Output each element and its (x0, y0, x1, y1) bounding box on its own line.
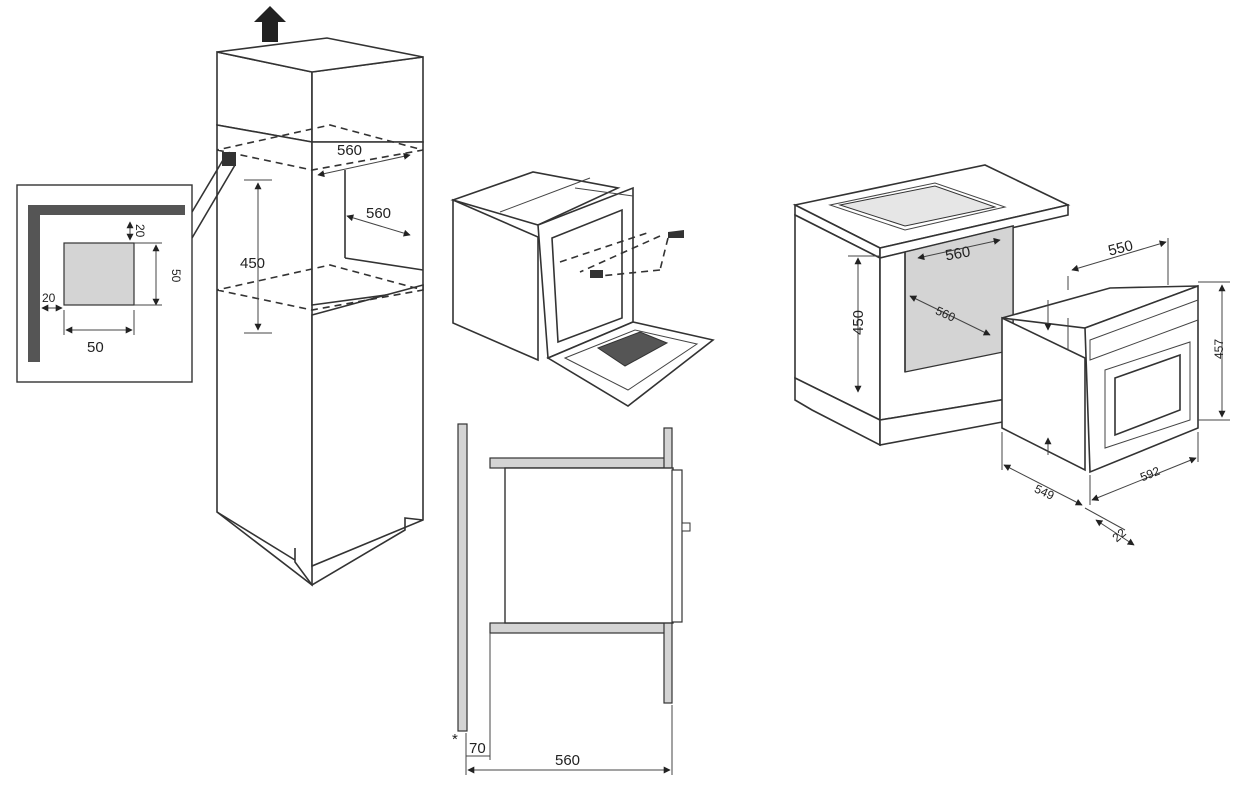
sink-opening (828, 182, 1007, 231)
screw-bottom-icon (590, 270, 603, 278)
under-counter-drawing: 560 560 450 (792, 164, 1071, 447)
oven-cavity (551, 208, 623, 344)
vent-detail-inset: 20 50 20 50 (16, 184, 193, 383)
tall-cabinet-drawing: 560 560 450 (191, 6, 424, 587)
counter-height-label: 450 (850, 310, 867, 335)
upper-cabinet-top (216, 37, 424, 73)
counter-width-label: 560 (944, 243, 972, 264)
oven-open-door (546, 321, 715, 407)
section-gap-label: 70 (469, 740, 486, 757)
section-oven-body (504, 467, 674, 624)
built-in-oven-side (1001, 316, 1086, 472)
vent-square (63, 242, 135, 306)
screw-top-icon (668, 230, 684, 238)
oven-top-depth-label: 550 (1106, 237, 1134, 260)
vent-offset-left-label: 20 (42, 291, 56, 305)
oven-side-depth-label: 549 (1032, 482, 1056, 503)
lower-cabinet-door (311, 283, 424, 568)
vent-opening-marker (222, 152, 236, 166)
vent-up-arrow-icon (254, 6, 286, 42)
cabinet-body-side (216, 124, 313, 587)
section-top-shelf (489, 457, 666, 469)
oven-width-label: 592 (1138, 464, 1162, 485)
built-in-oven-window (1114, 353, 1181, 437)
vent-offset-top-label: 20 (133, 224, 147, 238)
section-depth-label: 560 (555, 752, 580, 769)
vent-side-height-label: 50 (169, 269, 183, 283)
oven-front-thickness-label: 22 (1110, 525, 1129, 545)
built-in-oven-drawing: 550 457 592 549 22 (1001, 237, 1230, 546)
oven-height-label: 457 (1212, 339, 1226, 359)
oven-side (452, 198, 539, 362)
tall-cabinet-width-label: 560 (337, 142, 362, 159)
section-star-marker: * (452, 731, 458, 748)
section-bottom-shelf (489, 622, 666, 634)
tall-cabinet-height-label: 450 (240, 255, 265, 272)
tall-cabinet-depth-label: 560 (366, 205, 391, 222)
section-rear-wall (457, 423, 468, 732)
vent-bottom-width-label: 50 (87, 339, 104, 356)
side-section-drawing: * 70 560 (452, 423, 691, 775)
oven-door-glass (596, 331, 669, 367)
oven-open-door-drawing (450, 171, 715, 407)
